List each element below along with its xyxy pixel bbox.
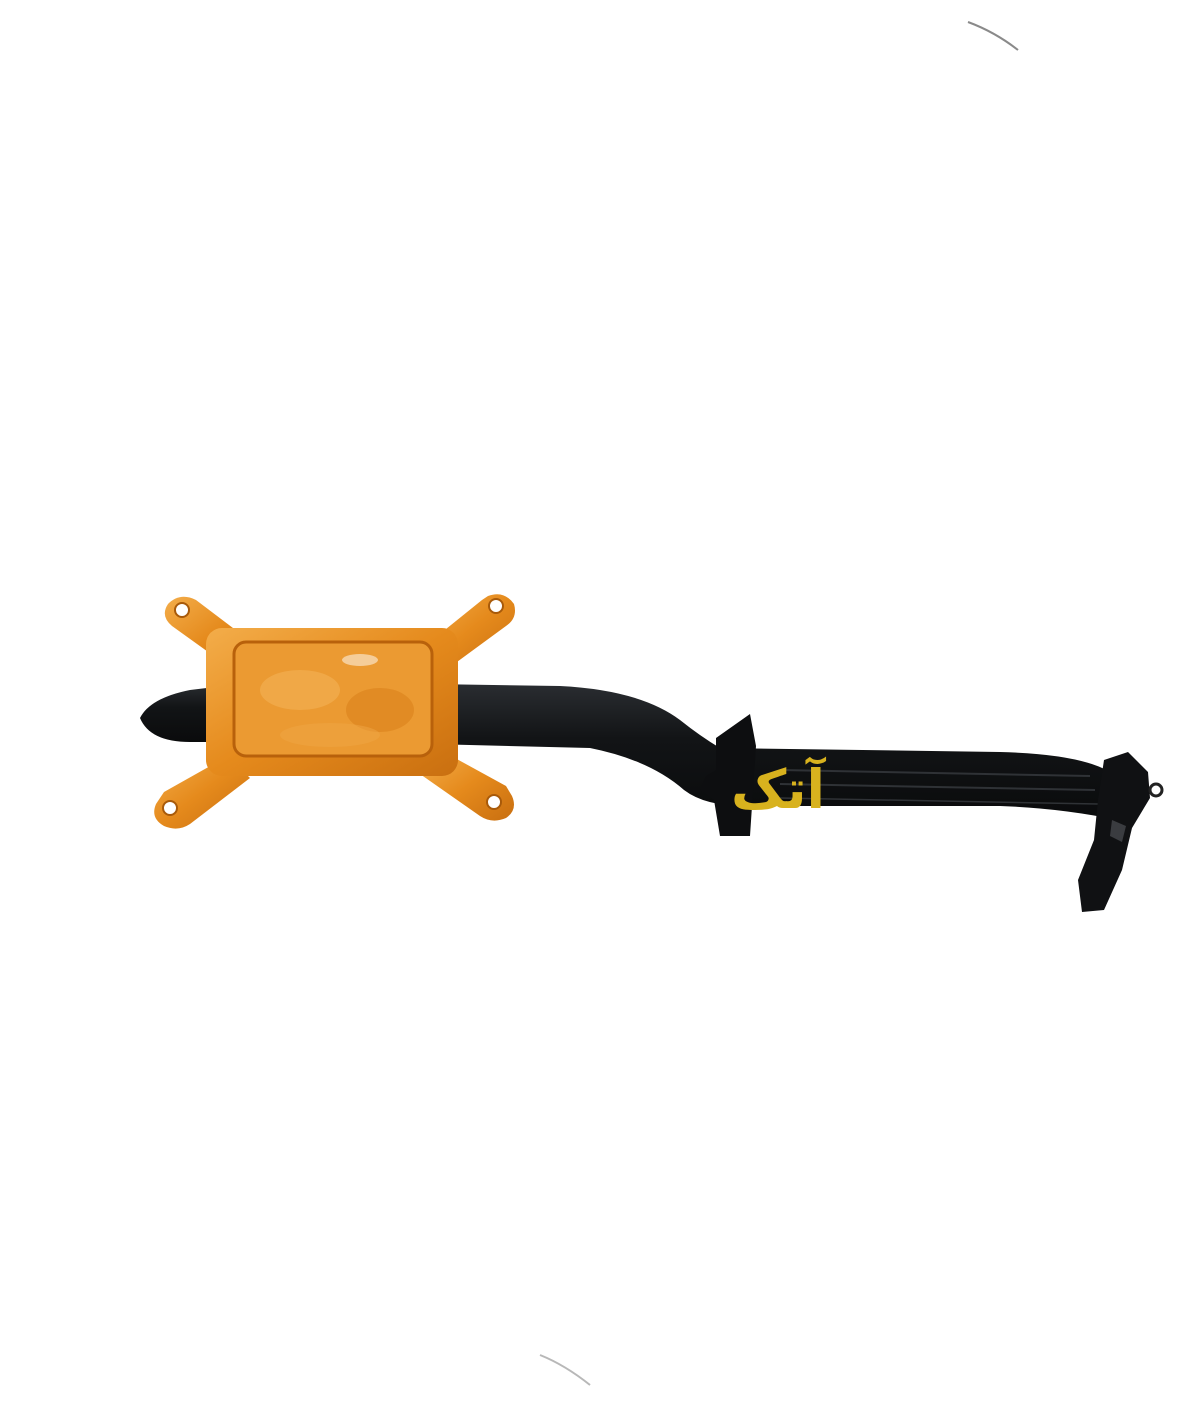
background-scratch <box>539 1354 591 1386</box>
background-scratch <box>967 21 1019 51</box>
screw-hole <box>486 794 502 810</box>
brand-logo-text: آتک <box>731 756 827 821</box>
brand-logo: آتک <box>731 756 827 821</box>
screw-hole <box>174 602 190 618</box>
screw-hole <box>488 598 504 614</box>
screw-hole <box>162 800 178 816</box>
copper-plate <box>154 594 515 829</box>
